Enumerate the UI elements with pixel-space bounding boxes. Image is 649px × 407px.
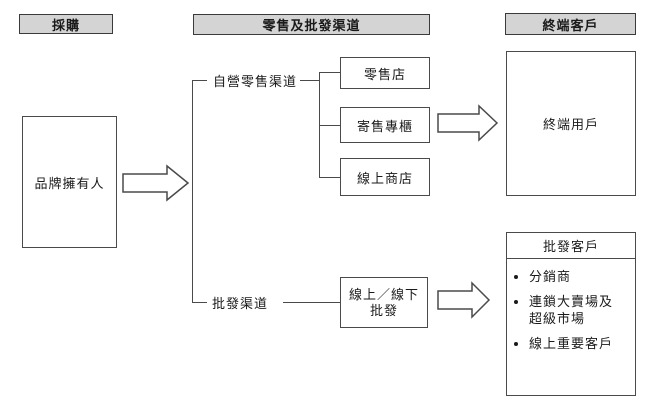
connector-stub-online-store xyxy=(320,177,340,178)
wholesale-customers-list: 分銷商 連鎖大賣場及 超級市場 線上重要客戶 xyxy=(507,268,635,352)
consignment-counter-box: 寄售專櫃 xyxy=(340,107,430,143)
header-retail-wholesale-channels: 零售及批發渠道 xyxy=(193,14,430,35)
connector-stub-retail-store xyxy=(320,72,340,73)
brand-owner-box: 品牌擁有人 xyxy=(22,116,117,248)
arrow-brand-to-channels-icon xyxy=(122,164,190,202)
wholesale-customers-box: 批發客戶 分銷商 連鎖大賣場及 超級市場 線上重要客戶 xyxy=(506,232,636,396)
list-item-online-key-accounts: 線上重要客戶 xyxy=(529,335,629,352)
wholesale-channel-label: 批發渠道 xyxy=(211,296,268,311)
connector-stub-consignment xyxy=(320,125,340,126)
header-end-customers: 終端客戶 xyxy=(505,13,636,35)
retail-store-box: 零售店 xyxy=(340,57,430,89)
arrow-wholesale-to-customers-icon xyxy=(437,281,491,319)
online-offline-wholesale-line1: 線上／線下 xyxy=(348,286,419,302)
connector-label-to-retail-bracket xyxy=(300,80,319,81)
end-users-box: 終端用戶 xyxy=(506,51,636,196)
wholesale-customers-title: 批發客戶 xyxy=(507,233,635,259)
header-procurement: 採購 xyxy=(19,14,113,34)
connector-retail-bracket xyxy=(319,72,320,178)
online-offline-wholesale-box: 線上／線下 批發 xyxy=(340,277,428,328)
arrow-retail-to-endusers-icon xyxy=(437,104,499,142)
connector-left-stub-bottom xyxy=(192,302,207,303)
self-retail-channel-label: 自營零售渠道 xyxy=(212,74,297,89)
connector-left-stub-top xyxy=(192,80,207,81)
list-item-distributors: 分銷商 xyxy=(529,268,629,285)
list-item-chain-line1: 連鎖大賣場及 xyxy=(529,294,614,309)
list-item-chain-hypermarkets: 連鎖大賣場及 超級市場 xyxy=(529,293,629,327)
connector-wholesale-to-box xyxy=(283,302,340,303)
list-item-chain-line2: 超級市場 xyxy=(529,311,586,326)
online-offline-wholesale-line2: 批發 xyxy=(369,302,398,318)
online-store-box: 線上商店 xyxy=(340,158,430,196)
connector-left-bracket xyxy=(192,80,193,303)
